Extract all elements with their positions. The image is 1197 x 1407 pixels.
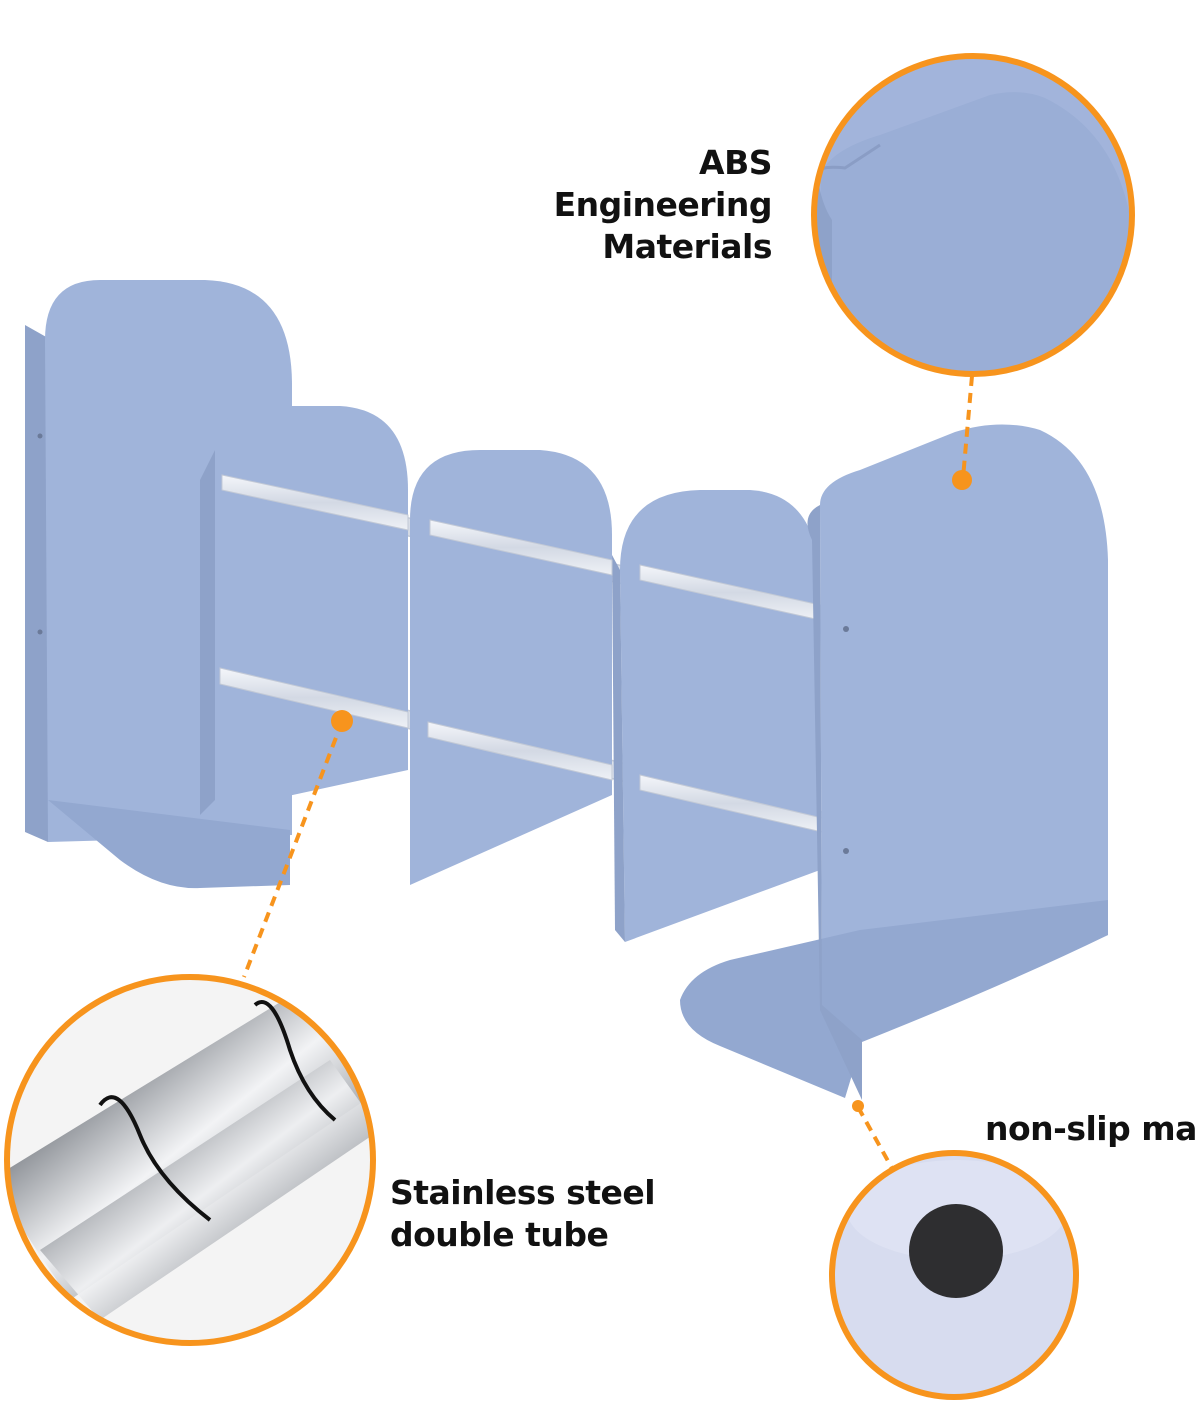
divider-1 xyxy=(200,406,408,815)
abs-connector xyxy=(952,375,974,490)
abs-material-label: ABS Engineering Materials xyxy=(470,142,773,268)
non-slip-mat-label: non-slip mat xyxy=(985,1109,1197,1148)
divider-3 xyxy=(612,490,820,942)
steel-tube-label: Stainless steel double tube xyxy=(390,1172,656,1256)
steel-tube-zoom-icon xyxy=(4,974,376,1346)
abs-material-zoom-icon xyxy=(811,53,1135,377)
steel-connector xyxy=(242,710,353,978)
non-slip-mat-zoom-icon xyxy=(829,1150,1079,1400)
steel-label-line1: Stainless steel xyxy=(390,1173,656,1212)
right-bookend xyxy=(680,424,1108,1100)
steel-label-line2: double tube xyxy=(390,1214,609,1254)
mat-connector xyxy=(852,1100,895,1171)
abs-label-line1: ABS Engineering xyxy=(553,143,773,224)
abs-label-line2: Materials xyxy=(602,226,772,266)
divider-2 xyxy=(410,450,612,885)
